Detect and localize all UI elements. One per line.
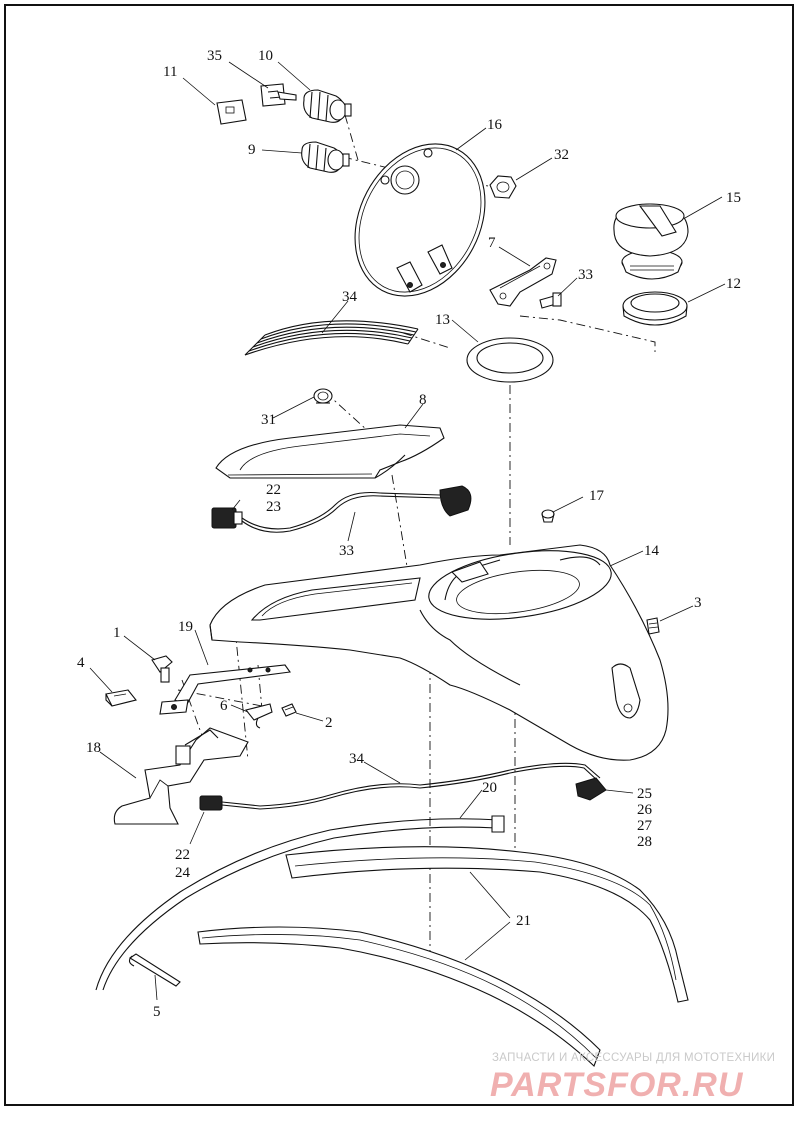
rubber-plug [541, 509, 555, 523]
label-3: 3 [694, 595, 702, 611]
label-28: 28 [637, 834, 652, 850]
label-15: 15 [726, 190, 741, 206]
wire-harness-upper [211, 485, 472, 533]
label-29: 31 [261, 412, 276, 428]
hex-nut [489, 175, 517, 199]
label-35: 35 [207, 48, 222, 64]
watermark-logo: PARTSFOR.RU [490, 1066, 744, 1104]
label-22-upper: 22 [266, 482, 281, 498]
label-33: 34 [349, 751, 365, 767]
console-plate [354, 143, 486, 297]
label-19: 19 [178, 619, 193, 635]
trim-strips [244, 320, 419, 356]
console-screw [646, 617, 660, 635]
grommet [313, 388, 333, 404]
leader-lines [89, 61, 726, 1001]
label-16: 16 [487, 117, 503, 133]
label-6: 6 [220, 698, 228, 714]
wire-harness-lower [199, 762, 607, 811]
drain-hose [95, 815, 505, 991]
key-with-tag [260, 83, 297, 107]
bracket-mount-bolt [151, 655, 173, 683]
lock-cylinder-upper [303, 89, 352, 123]
label-25: 25 [637, 786, 652, 802]
lock-cylinder-lower [301, 141, 350, 173]
fuel-cap [613, 203, 689, 280]
label-27: 27 [637, 818, 653, 834]
cap-gasket [622, 291, 688, 326]
label-9: 9 [248, 142, 256, 158]
label-17: 17 [589, 488, 605, 504]
label-22-lower: 22 [175, 847, 190, 863]
label-13: 13 [435, 312, 450, 328]
diagram-frame [4, 4, 794, 1106]
console-cover [215, 424, 445, 479]
label-8: 8 [419, 392, 427, 408]
retaining-clip [245, 703, 273, 729]
small-screw [281, 703, 297, 717]
label-23: 23 [266, 499, 281, 515]
cable-tie [128, 953, 181, 987]
label-1: 1 [113, 625, 121, 641]
label-14: 14 [644, 543, 660, 559]
label-26: 26 [637, 802, 653, 818]
label-18: 18 [86, 740, 101, 756]
label-21: 21 [516, 913, 531, 929]
label-24: 24 [175, 865, 191, 881]
bracket-bolt [539, 292, 562, 309]
switch-mount [113, 727, 249, 825]
mounting-bracket [489, 257, 557, 307]
label-20: 20 [482, 780, 497, 796]
center-console [209, 544, 669, 761]
part-labels: 11 35 10 9 16 32 7 33 15 12 13 34 31 8 1… [77, 48, 741, 1020]
label-7: 7 [488, 235, 496, 251]
support-bracket [159, 664, 291, 715]
label-34: 33 [339, 543, 354, 559]
label-10: 10 [258, 48, 273, 64]
key-blank [216, 99, 247, 125]
label-11: 11 [163, 64, 177, 80]
label-2: 2 [325, 715, 333, 731]
ring-gasket [466, 337, 554, 383]
label-32: 34 [342, 289, 358, 305]
label-5: 5 [153, 1004, 161, 1020]
clip-nut [105, 689, 137, 707]
label-12: 12 [726, 276, 741, 292]
watermark-tagline: ЗАПЧАСТИ И АКСЕССУАРЫ ДЛЯ МОТОТЕХНИКИ [492, 1052, 776, 1064]
label-31: 33 [578, 267, 593, 283]
label-30: 32 [554, 147, 569, 163]
seal-strips [197, 846, 689, 1067]
label-4: 4 [77, 655, 85, 671]
